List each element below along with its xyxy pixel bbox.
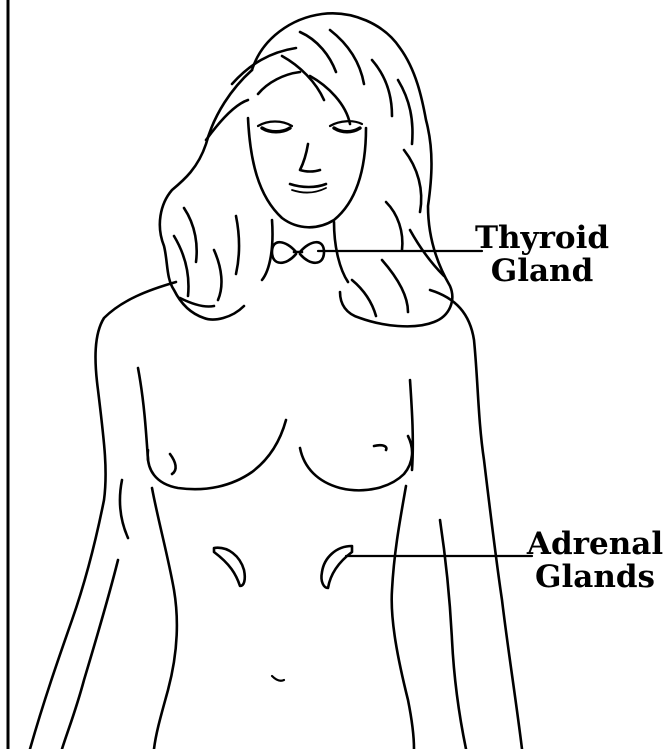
thyroid-gland-shape: [272, 242, 324, 263]
hair: [160, 13, 452, 326]
adrenal-glands-label: Adrenal Glands: [524, 528, 666, 594]
adrenal-gland-left-shape: [214, 548, 245, 586]
adrenal-label-line2: Glands: [524, 561, 666, 594]
thyroid-gland-label: Thyroid Gland: [474, 222, 610, 288]
torso: [30, 282, 522, 749]
thyroid-label-line2: Gland: [474, 255, 610, 288]
thyroid-label-line1: Thyroid: [474, 222, 610, 255]
adrenal-gland-right-shape: [321, 546, 352, 588]
face: [248, 118, 366, 227]
adrenal-label-line1: Adrenal: [524, 528, 666, 561]
